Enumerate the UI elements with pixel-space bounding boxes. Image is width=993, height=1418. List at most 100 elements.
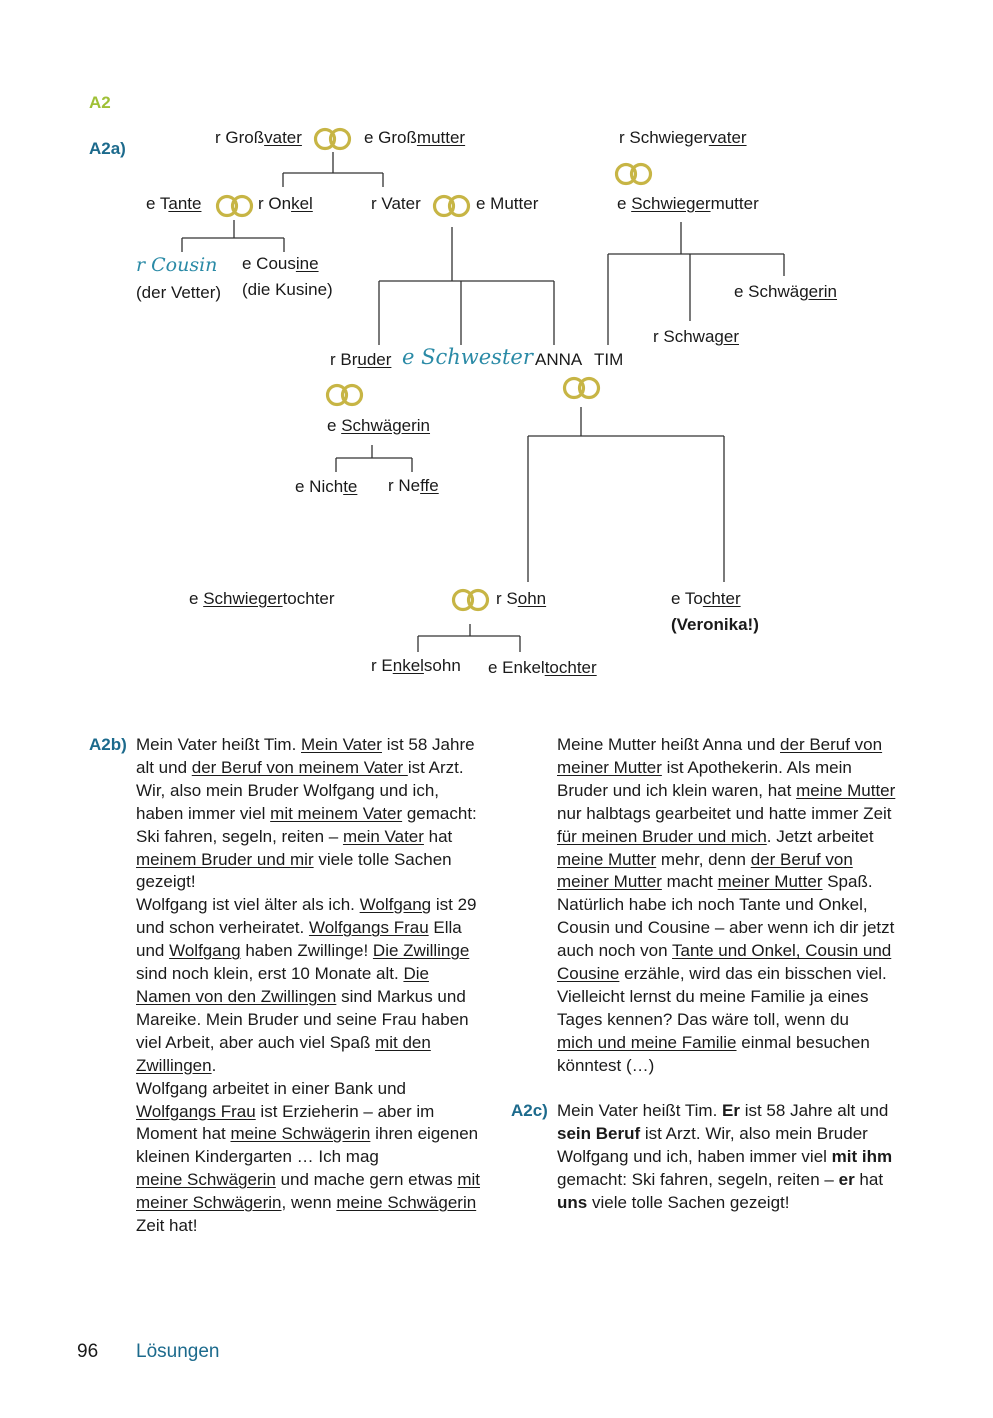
text-run: Moment hat — [136, 1124, 231, 1144]
label-bruder: r Bruder — [330, 350, 392, 369]
label-enkeltochter: e Enkeltochter — [488, 658, 597, 677]
label-tochter: e Tochter — [671, 589, 741, 608]
wedding-rings-icon — [614, 162, 653, 186]
text-line: Ski fahren, segeln, reiten – mein Vater … — [136, 826, 506, 849]
text-line: meiner Schwägerin, wenn meine Schwägerin — [136, 1192, 506, 1215]
underlined-phrase: der Beruf von — [780, 735, 883, 754]
underlined-phrase: Cousine — [557, 964, 620, 984]
underlined-phrase: mich und meine Familie — [557, 1032, 737, 1052]
text-run: haben immer viel — [136, 803, 271, 823]
text-run: sind Markus und — [336, 986, 466, 1006]
text-run: nur halbtags gearbeitet und hatte immer … — [557, 803, 892, 823]
label-tante: e Tante — [146, 194, 202, 213]
label-cousine-note: (die Kusine) — [242, 280, 333, 299]
text-run: Spaß. — [822, 872, 873, 892]
text-line: gezeigt! — [136, 871, 506, 894]
text-run: haben Zwillinge! — [240, 941, 373, 961]
family-tree-diagram — [181, 127, 785, 652]
label-cousine: e Cousine — [242, 254, 319, 273]
a2b-text-right: Meine Mutter heißt Anna und der Beruf vo… — [557, 734, 957, 1078]
label-tim: TIM — [594, 350, 624, 369]
label-schwaegerin-left: e Schwägerin — [327, 416, 431, 435]
text-line: Wir, also mein Bruder Wolfgang und ich, — [136, 780, 506, 803]
text-line: Bruder und ich klein waren, hat meine Mu… — [557, 780, 957, 803]
underlined-phrase: der Beruf von meinem Vater — [191, 757, 408, 777]
text-run: . — [211, 1055, 217, 1075]
text-run: Vielleicht lernst du meine Familie ja ei… — [557, 986, 869, 1006]
text-line: auch noch von Tante und Onkel, Cousin un… — [557, 940, 957, 963]
text-run: mehr, denn — [656, 849, 751, 869]
underlined-phrase: meine Schwägerin — [336, 1193, 477, 1213]
text-line: für meinen Bruder und mich. Jetzt arbeit… — [557, 826, 957, 849]
wedding-rings-icon — [325, 383, 364, 407]
text-run: viel Arbeit, aber auch viel Spaß — [136, 1032, 376, 1052]
label-schwester-handwritten: e Schwester — [402, 345, 533, 369]
label-neffe: r Neffe — [388, 476, 439, 495]
text-run: könntest (…) — [557, 1055, 655, 1075]
text-run: Mein Vater heißt Tim. — [557, 1101, 723, 1120]
text-line: Cousine erzähle, wird das ein bisschen v… — [557, 963, 957, 986]
text-run: Wir, also mein Bruder Wolfgang und ich, — [136, 780, 439, 800]
underlined-phrase: meine Mutter — [557, 849, 657, 869]
text-line: und Wolfgang haben Zwillinge! Die Zwilli… — [136, 940, 506, 963]
text-run: Meine Mutter heißt Anna und — [557, 735, 781, 754]
underlined-phrase: meine Schwägerin — [136, 1170, 276, 1190]
text-run: viele tolle Sachen — [313, 849, 452, 869]
wedding-rings-icon — [562, 376, 601, 400]
text-line: könntest (…) — [557, 1055, 957, 1078]
bold-phrase: uns — [557, 1192, 588, 1212]
underlined-phrase: mit — [457, 1170, 480, 1190]
label-grossmutter: e Großmutter — [364, 128, 466, 147]
text-run: Wolfgang ist viel älter als ich. — [136, 895, 360, 915]
label-vater: r Vater — [371, 194, 421, 213]
text-line: meine Mutter mehr, denn der Beruf von — [557, 849, 957, 872]
text-run: viele tolle Sachen gezeigt! — [587, 1192, 790, 1212]
text-run: kleinen Kindergarten … Ich mag — [136, 1147, 379, 1167]
text-run: ist 58 Jahre alt und — [739, 1101, 889, 1120]
text-line: Cousin und Cousine – aber wenn ich dir j… — [557, 917, 957, 940]
text-run: hat — [423, 826, 453, 846]
underlined-phrase: Zwillingen — [136, 1055, 212, 1075]
text-line: Moment hat meine Schwägerin ihren eigene… — [136, 1123, 506, 1146]
underlined-phrase: mein Vater — [342, 826, 424, 846]
text-line: mich und meine Familie einmal besuchen — [557, 1032, 957, 1055]
text-run: Ella — [428, 918, 462, 938]
a2c-text: Mein Vater heißt Tim. Er ist 58 Jahre al… — [557, 1100, 957, 1215]
text-line: Tages kennen? Das wäre toll, wenn du — [557, 1009, 957, 1032]
text-line: alt und der Beruf von meinem Vater ist A… — [136, 757, 506, 780]
text-line: sind noch klein, erst 10 Monate alt. Die — [136, 963, 506, 986]
text-run: Mareike. Mein Bruder und seine Frau habe… — [136, 1009, 469, 1029]
underlined-phrase: meine Mutter — [796, 780, 896, 800]
label-cousin-handwritten: r Cousin — [136, 254, 218, 276]
text-line: uns viele tolle Sachen gezeigt! — [557, 1192, 957, 1215]
underlined-phrase: für meinen Bruder und mich — [557, 826, 767, 846]
text-run: einmal besuchen — [736, 1032, 870, 1052]
bold-phrase: mit ihm — [831, 1146, 893, 1166]
wedding-rings-icon — [432, 194, 471, 218]
text-line: kleinen Kindergarten … Ich mag — [136, 1146, 506, 1169]
text-line: nur halbtags gearbeitet und hatte immer … — [557, 803, 957, 826]
text-run: Wolfgang arbeitet in einer Bank und — [136, 1078, 406, 1098]
text-run: ist Arzt. — [407, 757, 464, 777]
underlined-phrase: Wolfgang — [359, 895, 432, 915]
label-mutter: e Mutter — [476, 194, 539, 213]
underlined-phrase: Wolfgang — [169, 941, 241, 961]
text-line: meiner Mutter ist Apothekerin. Als mein — [557, 757, 957, 780]
text-run: macht — [661, 872, 718, 892]
wedding-rings-icon — [215, 194, 254, 218]
label-anna: ANNA — [535, 350, 583, 369]
text-line: Wolfgang und ich, haben immer viel mit i… — [557, 1146, 957, 1169]
bold-phrase: Er — [722, 1101, 740, 1120]
text-run: . Jetzt arbeitet — [766, 826, 874, 846]
text-line: Natürlich habe ich noch Tante und Onkel, — [557, 894, 957, 917]
underlined-phrase: meine Schwägerin — [230, 1124, 371, 1144]
text-run: Cousin und Cousine – aber wenn ich dir j… — [557, 918, 895, 938]
label-schwiegermutter: e Schwiegermutter — [617, 194, 759, 213]
underlined-phrase: der Beruf von — [750, 849, 853, 869]
text-line: Wolfgang arbeitet in einer Bank und — [136, 1078, 506, 1101]
underlined-phrase: meiner Schwägerin — [136, 1193, 282, 1213]
text-run: hat — [854, 1169, 884, 1189]
label-schwiegervater: r Schwiegervater — [619, 128, 747, 147]
text-run: und — [136, 941, 170, 961]
label-schwiegertochter: e Schwiegertochter — [189, 589, 335, 608]
